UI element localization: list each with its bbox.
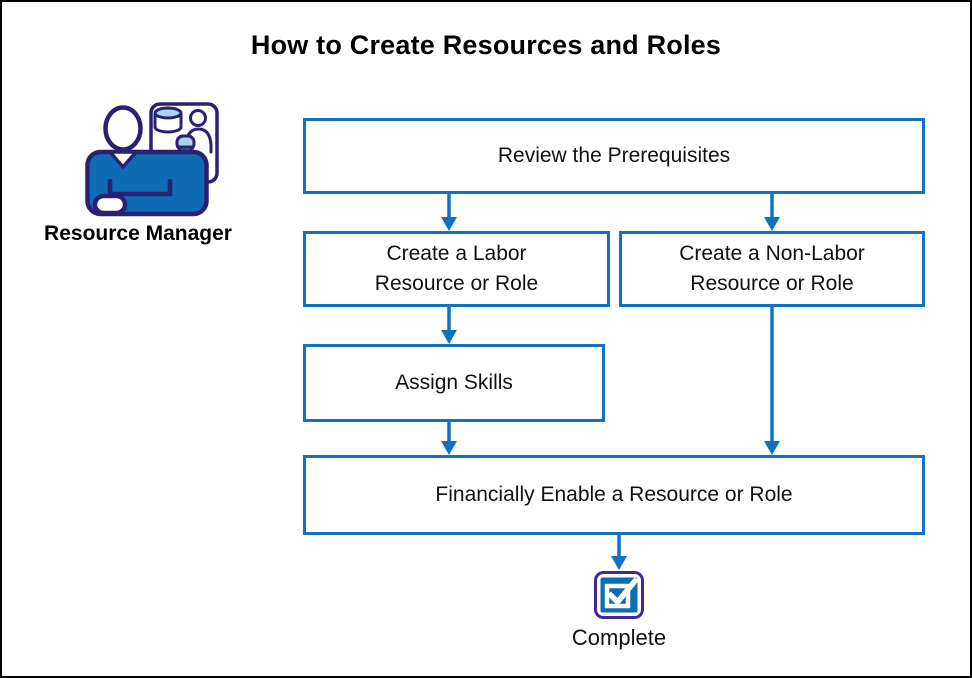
step-review-prerequisites: Review the Prerequisites: [303, 118, 925, 194]
step-label: Financially Enable a Resource or Role: [435, 483, 793, 506]
person-icon: [85, 105, 209, 217]
step-create-non-labor-resource-or-role: Create a Non-Labor Resource or Role: [619, 231, 925, 307]
connector-review-to-labor: [441, 194, 457, 231]
step-assign-skills: Assign Skills: [303, 344, 605, 422]
step-label: Create a Labor Resource or Role: [374, 242, 539, 295]
connector-review-to-non-labor: [764, 194, 780, 231]
step-create-labor-resource-or-role: Create a Labor Resource or Role: [303, 231, 610, 307]
connector-skills-to-financially: [441, 422, 457, 455]
resource-manager-icon: [85, 102, 219, 217]
connector-financially-to-complete: [611, 535, 627, 570]
step-label: Create a Non-Labor Resource or Role: [679, 242, 865, 295]
diagram-title: How to Create Resources and Roles: [250, 30, 722, 60]
step-financially-enable-resource-or-role: Financially Enable a Resource or Role: [303, 455, 925, 535]
actor-label: Resource Manager: [44, 222, 232, 245]
step-label: Review the Prerequisites: [497, 144, 731, 167]
terminal-label: Complete: [571, 625, 667, 650]
connector-labor-to-skills: [441, 306, 457, 344]
step-label: Assign Skills: [395, 371, 513, 394]
connector-non-labor-to-financially: [764, 306, 780, 455]
checkbox-checked-icon: [594, 571, 644, 619]
